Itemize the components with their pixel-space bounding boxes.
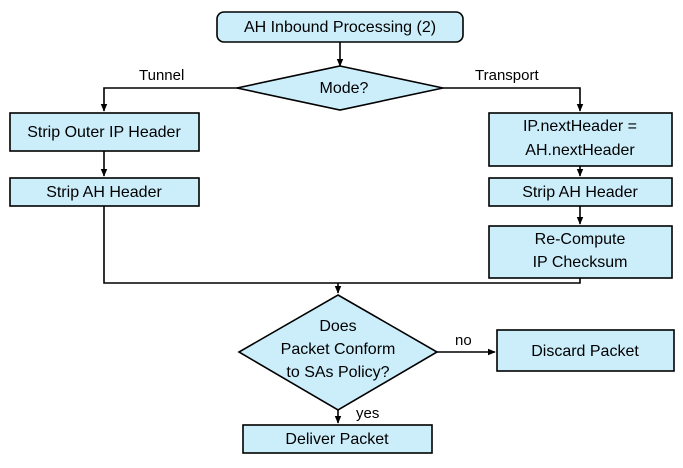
node-ip-nextheader-line2: AH.nextHeader bbox=[525, 142, 635, 159]
node-deliver-packet-label: Deliver Packet bbox=[285, 431, 389, 448]
connector-mode-transport bbox=[443, 87, 584, 112]
node-policy-decision-line1: Does bbox=[319, 318, 356, 335]
node-policy-decision-line2: Packet Conform bbox=[281, 341, 396, 358]
node-discard-packet-shape bbox=[496, 329, 675, 372]
node-strip-ah-header-tunnel-label: Strip AH Header bbox=[46, 184, 162, 201]
node-strip-outer-ip-header[interactable]: Strip Outer IP Header bbox=[9, 112, 200, 152]
node-strip-outer-ip-header-label: Strip Outer IP Header bbox=[27, 124, 181, 141]
node-recompute-checksum-line2: IP Checksum bbox=[533, 254, 628, 271]
node-discard-packet[interactable]: Discard Packet bbox=[496, 329, 675, 372]
node-discard-packet-label: Discard Packet bbox=[531, 343, 639, 360]
node-ip-nextheader[interactable]: IP.nextHeader = AH.nextHeader bbox=[488, 112, 673, 167]
node-strip-ah-header-tunnel-shape bbox=[9, 177, 200, 207]
node-strip-ah-header-tunnel[interactable]: Strip AH Header bbox=[9, 177, 200, 207]
node-start[interactable]: AH Inbound Processing (2) bbox=[216, 11, 464, 43]
node-start-shape bbox=[216, 11, 464, 43]
connector-mode-tunnel bbox=[100, 87, 240, 112]
node-mode-decision-label: Mode? bbox=[320, 80, 369, 97]
node-policy-decision-shape bbox=[237, 294, 439, 411]
node-deliver-packet-shape bbox=[242, 424, 433, 454]
node-recompute-checksum-line1: Re-Compute bbox=[535, 231, 626, 248]
node-strip-ah-header-transport[interactable]: Strip AH Header bbox=[488, 177, 673, 207]
connector-tunnel-merge bbox=[103, 206, 338, 284]
node-recompute-checksum[interactable]: Re-Compute IP Checksum bbox=[488, 225, 673, 279]
node-policy-decision[interactable]: Does Packet Conform to SAs Policy? bbox=[237, 294, 439, 411]
node-ip-nextheader-line1: IP.nextHeader = bbox=[523, 118, 637, 135]
node-ip-nextheader-shape bbox=[488, 112, 673, 167]
node-start-label: AH Inbound Processing (2) bbox=[244, 19, 436, 36]
node-policy-decision-line3: to SAs Policy? bbox=[286, 364, 389, 381]
node-mode-decision[interactable]: Mode? bbox=[236, 65, 444, 111]
node-strip-ah-header-transport-label: Strip AH Header bbox=[522, 184, 638, 201]
node-strip-ah-header-transport-shape bbox=[488, 177, 673, 207]
node-recompute-checksum-shape bbox=[488, 225, 673, 279]
edge-label-transport: Transport bbox=[475, 67, 539, 84]
node-strip-outer-ip-header-shape bbox=[9, 112, 200, 152]
node-mode-decision-shape bbox=[236, 65, 444, 111]
edge-label-yes: yes bbox=[356, 405, 379, 422]
edge-label-no: no bbox=[455, 332, 472, 349]
node-deliver-packet[interactable]: Deliver Packet bbox=[242, 424, 433, 454]
edge-label-tunnel: Tunnel bbox=[139, 67, 184, 84]
